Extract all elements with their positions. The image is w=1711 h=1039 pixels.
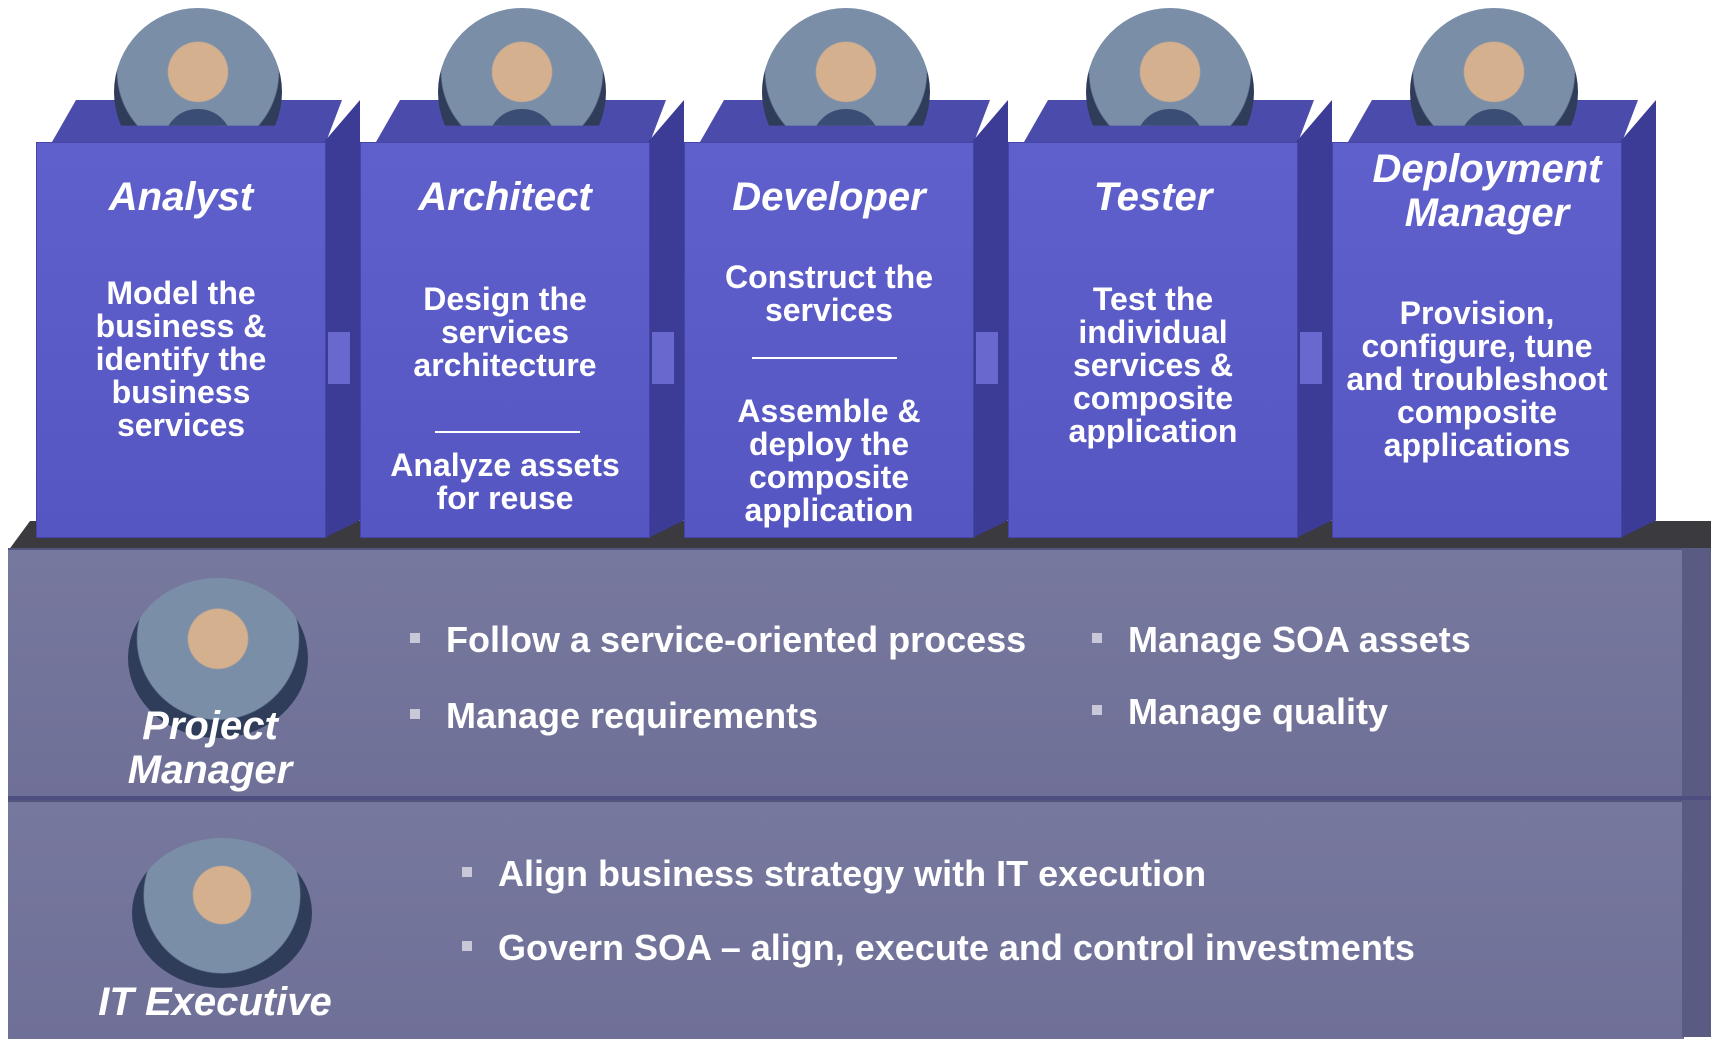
bullet-square-icon [1092,633,1102,643]
bullet-square-icon [1092,705,1102,715]
column-front: Tester Test the individual services & co… [1008,142,1298,538]
role-column-architect: Architect Design the services architectu… [360,8,684,538]
column-side-face [1620,100,1656,538]
bullet-square-icon [410,633,420,643]
bullet-square-icon [462,867,472,877]
it-executive-bullet: Govern SOA – align, execute and control … [462,927,1415,968]
role-column-developer: Developer Construct the services Assembl… [684,8,1008,538]
it-executive-bullet: Align business strategy with IT executio… [462,853,1207,894]
column-side-face [648,100,684,538]
band-separator [8,796,1711,800]
project-manager-bullet: Follow a service-oriented process [410,619,1027,660]
bullet-text: Manage requirements [446,695,819,736]
role-column-deployment-manager: Deployment Manager Provision, configure,… [1332,8,1656,538]
it-executive-label: IT Executive [98,980,332,1024]
bullet-text: Manage quality [1128,691,1389,732]
bullet-text: Align business strategy with IT executio… [498,853,1207,894]
analyst-photo-icon [114,8,282,126]
role-title: Analyst [108,175,254,219]
role-title: Developer [732,175,926,219]
bullet-square-icon [410,709,420,719]
role-description: Design the services architecture [413,281,597,383]
project-manager-bullet: Manage requirements [410,695,819,736]
role-secondary-description: Assemble & deploy the composite applicat… [737,393,921,528]
project-manager-bullet: Manage quality [1092,691,1389,732]
column-front: Analyst Model the business & identify th… [36,142,326,538]
role-secondary-description: Analyze assets for reuse [390,447,620,516]
column-connector [976,332,998,384]
project-manager-photo-icon [128,578,308,738]
project-manager-label: Project Manager [127,704,293,792]
role-description: Provision, configure, tune and troublesh… [1346,295,1608,463]
column-front: Developer Construct the services Assembl… [684,142,974,538]
bullet-text: Govern SOA – align, execute and control … [498,927,1415,968]
role-description: Construct the services [725,259,933,328]
column-front: Architect Design the services architectu… [360,142,650,538]
role-title: Deployment Manager [1372,147,1602,235]
it-executive-photo-icon [132,838,312,988]
role-description: Test the individual services & composite… [1068,281,1238,449]
description-divider [752,357,897,359]
bullet-text: Manage SOA assets [1128,619,1471,660]
column-connector [328,332,350,384]
it-executive-band-side [1682,800,1711,1037]
bullet-text: Follow a service-oriented process [446,619,1027,660]
role-title: Architect [418,175,592,219]
column-connector [652,332,674,384]
column-side-face [324,100,360,538]
bullet-square-icon [462,941,472,951]
project-manager-band-side [1682,548,1711,796]
project-manager-bullet: Manage SOA assets [1092,619,1471,660]
column-side-face [972,100,1008,538]
description-divider [435,431,580,433]
role-column-analyst: Analyst Model the business & identify th… [36,8,360,538]
column-front: Deployment Manager Provision, configure,… [1332,142,1622,538]
role-title: Tester [1093,175,1213,219]
role-description: Model the business & identify the busine… [95,275,267,443]
role-column-tester: Tester Test the individual services & co… [1008,8,1332,538]
column-side-face [1296,100,1332,538]
column-connector [1300,332,1322,384]
